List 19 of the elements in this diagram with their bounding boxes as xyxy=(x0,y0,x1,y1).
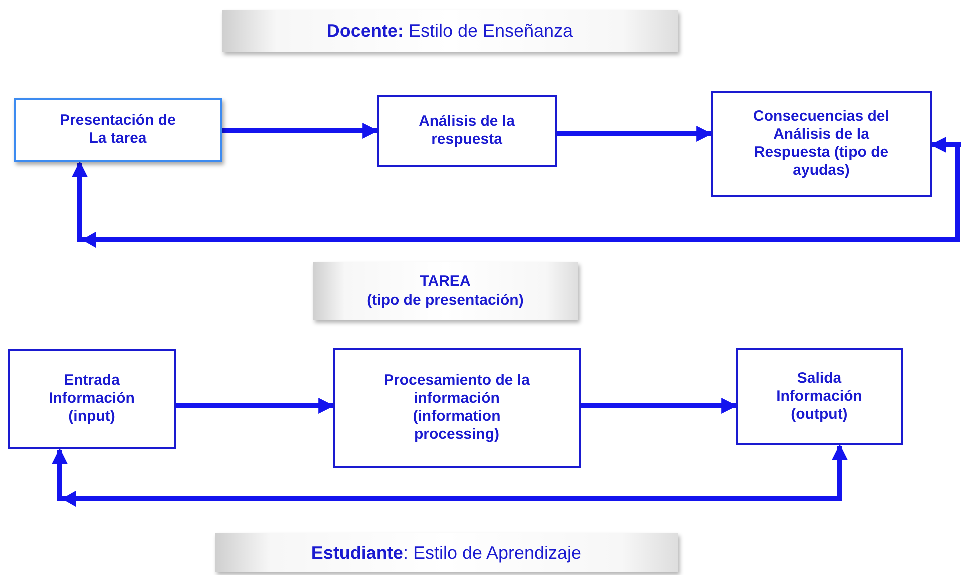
process-box xyxy=(8,349,176,449)
process-box xyxy=(377,95,557,167)
process-box xyxy=(333,348,581,468)
process-box xyxy=(14,98,222,162)
box-text: Presentación de La tarea xyxy=(59,112,177,148)
box-text: Consecuencias del Análisis de la Respuesta (tipo de ayudas) xyxy=(752,108,890,180)
process-box xyxy=(736,348,903,445)
box-text: Análisis de la respuesta xyxy=(418,113,516,149)
banner-text: TAREA xyxy=(420,272,471,291)
title-banner xyxy=(215,533,678,572)
process-box xyxy=(711,91,932,197)
title-banner xyxy=(313,262,578,320)
banner-text: Estudiante: Estilo de Aprendizaje xyxy=(311,542,582,564)
box-text: Procesamiento de la información (information processing) xyxy=(383,372,531,444)
box-text: Entrada Información (input) xyxy=(48,372,136,426)
title-banner xyxy=(222,10,678,52)
banner-text: (tipo de presentación) xyxy=(367,291,524,310)
box-text: Salida Información (output) xyxy=(776,370,864,424)
banner-text: Docente: Estilo de Enseñanza xyxy=(326,20,574,42)
